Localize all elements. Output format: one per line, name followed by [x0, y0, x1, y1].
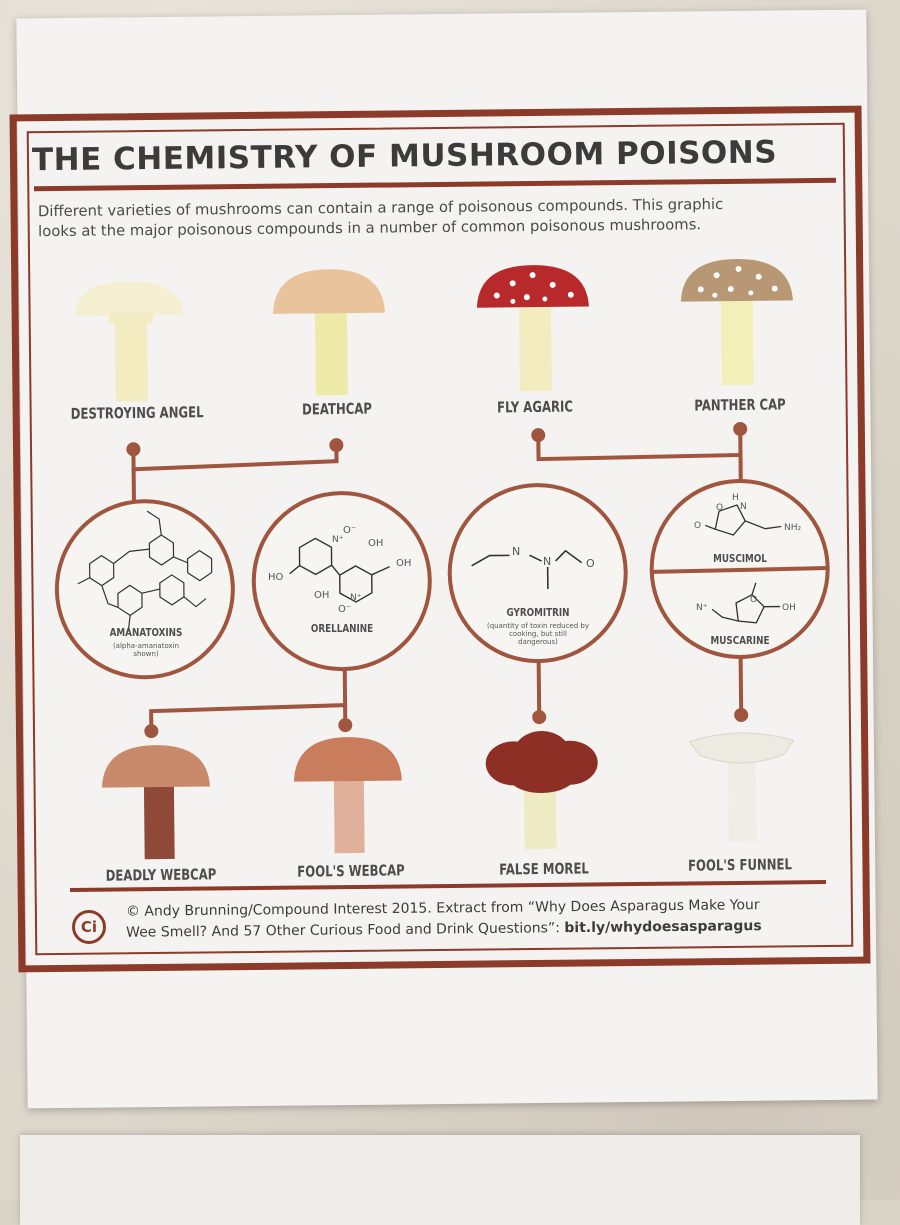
atom-label: N: [512, 548, 520, 556]
atom-label: H: [732, 494, 739, 502]
note-line: (quantity of toxin reduced by: [478, 622, 598, 630]
label-false-morel: FALSE MOREL: [482, 859, 607, 879]
credit-text: © Andy Brunning/Compound Interest 2015. …: [126, 894, 846, 944]
cap: [102, 745, 210, 788]
label-amanatoxins: AMANATOXINS: [98, 626, 194, 639]
label-destroying-angel: DESTROYING ANGEL: [71, 403, 204, 423]
atom-label: O: [716, 504, 723, 512]
atom-label: OH: [368, 540, 383, 548]
note-gyromitrin: (quantity of toxin reduced by cooking, b…: [478, 622, 598, 646]
compound-interest-logo: Ci: [72, 910, 106, 944]
stem: [728, 761, 757, 841]
poster: THE CHEMISTRY OF MUSHROOM POISONS Differ…: [0, 0, 900, 1200]
note-line: cooking, but still: [478, 630, 598, 638]
note-line: dangerous): [478, 638, 598, 646]
mushroom-fools-funnel: [689, 732, 794, 841]
label-fools-funnel: FOOL'S FUNNEL: [678, 855, 803, 875]
bottom-connectors: [151, 657, 742, 729]
cap: [75, 281, 183, 316]
mushroom-deathcap: [273, 269, 386, 396]
label-gyromitrin: GYROMITRIN: [490, 606, 586, 619]
note-line: shown): [96, 650, 196, 658]
top-connectors: [133, 431, 741, 513]
cap: [273, 269, 385, 314]
mushroom-deadly-webcap: [102, 745, 211, 860]
atom-label: O: [586, 560, 595, 568]
label-fly-agaric: FLY AGARIC: [476, 397, 593, 417]
stem: [519, 305, 552, 391]
atom-label: N: [543, 558, 551, 566]
label-muscarine: MUSCARINE: [692, 634, 788, 647]
atom-label: N⁺: [350, 594, 361, 602]
label-fools-webcap: FOOL'S WEBCAP: [285, 861, 418, 881]
label-panther-cap: PANTHER CAP: [678, 395, 803, 415]
stem: [334, 777, 365, 853]
atom-label: OH: [396, 560, 411, 568]
mushroom-fools-webcap: [293, 737, 402, 854]
mushroom-destroying-angel: [75, 281, 184, 402]
note-amanatoxins: (alpha-amanatoxin shown): [96, 642, 196, 658]
atom-label: OH: [314, 592, 329, 600]
mushroom-fly-agaric: [477, 265, 590, 392]
atom-label: O: [694, 522, 701, 530]
mushroom-false-morel: [485, 730, 598, 849]
atom-label: HO: [268, 574, 283, 582]
atom-label: O⁻: [338, 606, 351, 614]
mushroom-panther-cap: [680, 258, 793, 385]
ring: [109, 313, 153, 323]
atom-label: N⁺: [696, 604, 707, 612]
stem: [144, 783, 175, 859]
note-line: (alpha-amanatoxin: [96, 642, 196, 650]
cap: [689, 732, 793, 763]
credit-line-2-text: Wee Smell? And 57 Other Curious Food and…: [126, 920, 564, 941]
cap: [485, 730, 598, 793]
atom-label: N: [740, 503, 747, 511]
atom-label: O⁻: [343, 527, 356, 535]
atom-label: NH₂: [784, 524, 801, 532]
cap: [680, 258, 792, 301]
label-deadly-webcap: DEADLY WEBCAP: [95, 865, 228, 885]
atom-label: O: [750, 596, 757, 604]
credit-link[interactable]: bit.ly/whydoesasparagus: [564, 918, 761, 936]
label-muscimol: MUSCIMOL: [692, 552, 788, 565]
stem: [315, 311, 348, 395]
label-orellanine: ORELLANINE: [294, 622, 390, 635]
connector-dots: [126, 422, 747, 457]
bottom-connector-dots: [144, 708, 748, 738]
cap: [293, 737, 401, 782]
atom-label: OH: [782, 604, 796, 612]
label-deathcap: DEATHCAP: [278, 399, 395, 419]
stem: [721, 299, 754, 385]
stem: [115, 321, 148, 401]
cap: [477, 265, 589, 308]
atom-label: N⁺: [332, 536, 343, 544]
diagram-art: [0, 0, 900, 1200]
